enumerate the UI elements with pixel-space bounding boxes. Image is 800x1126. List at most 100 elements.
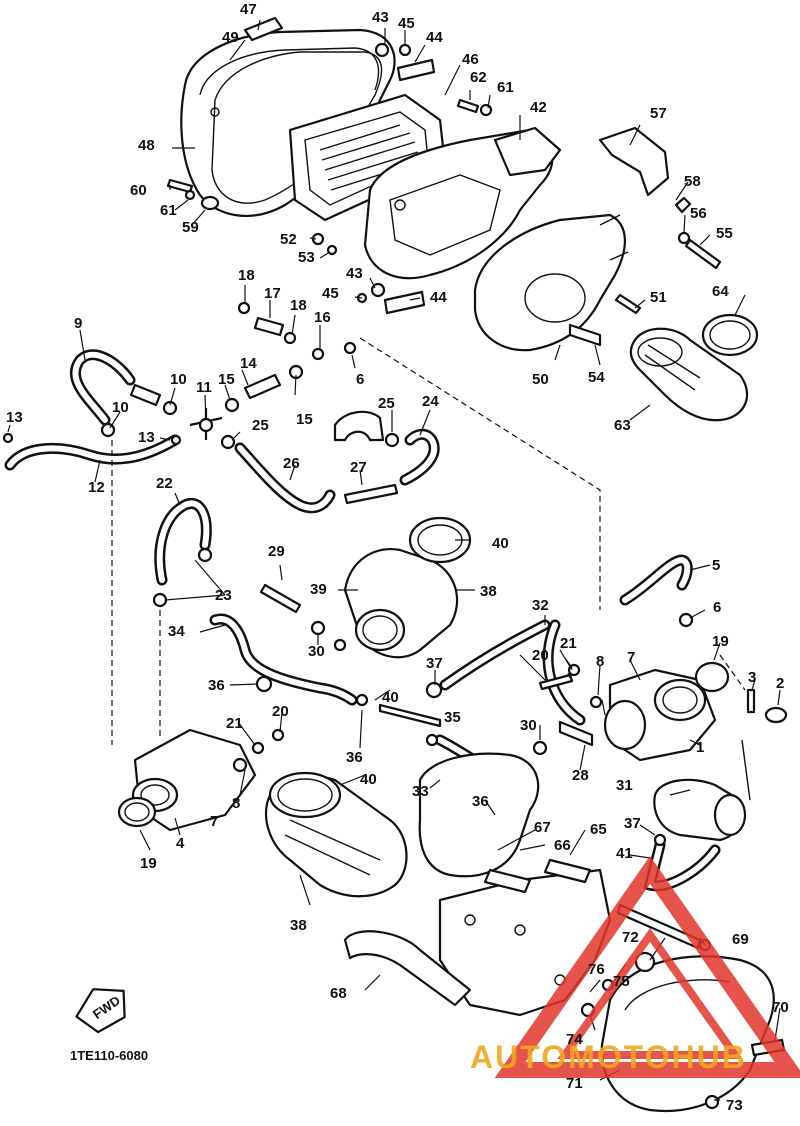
bracket-44-lower <box>383 290 426 315</box>
hose-5 <box>619 554 693 606</box>
callout-72: 72 <box>622 929 639 946</box>
callout-54: 54 <box>588 369 605 386</box>
watermark-triangle <box>494 856 800 1078</box>
callout-19b: 19 <box>140 855 157 872</box>
bolts-center <box>232 583 788 847</box>
callout-20a: 20 <box>532 647 549 664</box>
callout-8b: 8 <box>232 795 240 812</box>
callout-67: 67 <box>534 819 551 836</box>
callout-37b: 37 <box>624 815 641 832</box>
air-cleaner-case-42 <box>363 126 562 280</box>
fittings-tee-joints <box>2 301 694 628</box>
callout-37a: 37 <box>426 655 443 672</box>
forward-arrow-tag: FWD <box>75 988 126 1034</box>
callout-3: 3 <box>748 669 756 686</box>
leader-lines <box>7 19 781 1101</box>
callout-57: 57 <box>650 105 667 122</box>
joint-38-lower <box>264 771 408 898</box>
callout-6a: 6 <box>356 371 364 388</box>
callout-27: 27 <box>350 459 367 476</box>
callout-69: 69 <box>732 931 749 948</box>
hose-32 <box>439 619 586 726</box>
callout-40a: 40 <box>492 535 509 552</box>
callout-30a: 30 <box>308 643 325 660</box>
pipes-14-17 <box>129 316 399 505</box>
callout-7a: 7 <box>627 649 635 666</box>
callout-38b: 38 <box>290 917 307 934</box>
callout-70: 70 <box>772 999 789 1016</box>
element-frame-46 <box>288 93 447 222</box>
callout-16: 16 <box>314 309 331 326</box>
clamp-64 <box>701 313 759 357</box>
callout-25b: 25 <box>252 417 269 434</box>
callout-61a: 61 <box>497 79 514 96</box>
callout-17: 17 <box>264 285 281 302</box>
callout-35: 35 <box>444 709 461 726</box>
sensor-31 <box>653 739 751 842</box>
callout-10b: 10 <box>112 399 129 416</box>
stay-68 <box>343 930 472 1007</box>
carburetor-manifold-1 <box>603 668 717 762</box>
hose-34 <box>209 613 358 706</box>
callout-49: 49 <box>222 29 239 46</box>
callout-61b: 61 <box>160 202 177 219</box>
callout-2: 2 <box>776 675 784 692</box>
callout-74: 74 <box>566 1031 583 1048</box>
callout-7b: 7 <box>210 813 218 830</box>
callout-14: 14 <box>240 355 257 372</box>
hose-22 <box>154 498 212 586</box>
callout-26: 26 <box>283 455 300 472</box>
callout-36b: 36 <box>346 749 363 766</box>
callout-46: 46 <box>462 51 479 68</box>
callout-24: 24 <box>422 393 439 410</box>
callout-45a: 45 <box>398 15 415 32</box>
callout-5: 5 <box>712 557 720 574</box>
clamp-40-upper <box>354 608 406 652</box>
callout-62: 62 <box>470 69 487 86</box>
clamp-47 <box>243 16 284 42</box>
callout-21b: 21 <box>226 715 243 732</box>
callout-29: 29 <box>268 543 285 560</box>
callout-76: 76 <box>588 961 605 978</box>
callout-30b: 30 <box>520 717 537 734</box>
callout-11: 11 <box>196 379 212 396</box>
hose-26 <box>234 442 336 514</box>
callout-53: 53 <box>298 249 315 266</box>
watermark-brand-text: AUTOMOTOHUB <box>470 1039 747 1075</box>
o-ring-19-left <box>117 796 157 828</box>
callout-4: 4 <box>176 835 185 852</box>
hose-9 <box>69 349 136 426</box>
callout-71: 71 <box>566 1075 583 1092</box>
callout-25a: 25 <box>378 395 395 412</box>
callout-43a: 43 <box>372 9 389 26</box>
figure-code: 1TE110-6080 <box>70 1048 148 1063</box>
callout-44b: 44 <box>430 289 447 306</box>
callout-50: 50 <box>532 371 549 388</box>
case-lower <box>418 752 540 878</box>
callout-1: 1 <box>696 739 704 756</box>
callout-36c: 36 <box>472 793 489 810</box>
callout-63: 63 <box>614 417 631 434</box>
callout-55: 55 <box>716 225 733 242</box>
callout-15b: 15 <box>296 411 313 428</box>
callout-73: 73 <box>726 1097 743 1114</box>
callout-40b: 40 <box>382 689 399 706</box>
callout-43b: 43 <box>346 265 363 282</box>
joint-63 <box>629 327 749 422</box>
hose-24 <box>399 428 440 486</box>
callout-8a: 8 <box>596 653 604 670</box>
callout-38a: 38 <box>480 583 497 600</box>
bracket-44-upper <box>396 58 436 82</box>
callout-19a: 19 <box>712 633 729 650</box>
callout-9: 9 <box>74 315 82 332</box>
callout-13a: 13 <box>6 409 23 426</box>
callout-10a: 10 <box>170 371 187 388</box>
callout-33: 33 <box>412 783 429 800</box>
callout-36a: 36 <box>208 677 225 694</box>
callout-58: 58 <box>684 173 701 190</box>
callout-21a: 21 <box>560 635 577 652</box>
callout-44a: 44 <box>426 29 443 46</box>
cover-50 <box>473 213 629 352</box>
